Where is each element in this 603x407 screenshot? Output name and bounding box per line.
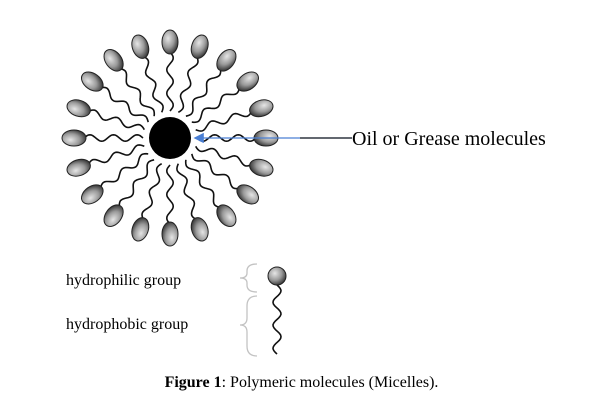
micelle-tail: [119, 67, 156, 117]
micelle-tail: [141, 163, 163, 221]
figure-caption: Figure 1: Polymeric molecules (Micelles)…: [0, 374, 603, 392]
micelle-heads: [61, 29, 279, 247]
micelle-tails: [83, 51, 257, 225]
figure-caption-text: : Polymeric molecules (Micelles).: [221, 374, 439, 391]
micelle-head: [61, 129, 87, 147]
micelle-tail: [142, 55, 164, 113]
micelle-tail: [195, 110, 253, 132]
micelle-head: [216, 49, 237, 72]
hydrophilic-brace: [239, 263, 258, 293]
micelle-head: [236, 184, 259, 205]
micelle-tail: [195, 145, 253, 167]
micelle-tail: [87, 144, 145, 166]
micelle-tail: [165, 164, 175, 225]
micelle-tail: [99, 152, 149, 189]
micelle-head: [249, 158, 274, 177]
micelle-tail: [185, 68, 222, 117]
micelle: [61, 29, 279, 247]
micelle-tail: [165, 51, 175, 112]
micelle-head: [131, 217, 150, 242]
legend-molecule: [267, 266, 287, 355]
legend-head: [267, 266, 287, 286]
micelle-head: [190, 34, 209, 59]
legend-tail: [272, 284, 282, 355]
micelle-tail: [191, 153, 240, 190]
micelle-tail: [176, 163, 198, 221]
micelle-tail: [87, 109, 145, 131]
micelle-head: [131, 34, 150, 59]
micelle-head: [66, 158, 91, 177]
hydrophobic-label: hydrophobic group: [66, 316, 188, 333]
micelle-tail: [100, 86, 149, 123]
micelle-tail: [191, 87, 241, 124]
micelle-head: [66, 99, 91, 118]
micelle-head: [161, 29, 179, 55]
micelle-tail: [118, 159, 155, 208]
figure-label: Figure 1: [164, 374, 222, 391]
oil-core: [149, 117, 191, 159]
micelle-head: [216, 204, 237, 227]
hydrophilic-label: hydrophilic group: [66, 272, 181, 289]
micelle-head: [103, 204, 124, 227]
micelle-tail: [184, 159, 221, 209]
micelle-head: [81, 184, 104, 205]
micelle-tail: [196, 133, 257, 143]
micelle-head: [81, 71, 104, 92]
micelle-tail: [83, 133, 144, 143]
micelle-head: [190, 217, 209, 242]
micelle-head: [236, 71, 259, 92]
hydrophobic-brace: [239, 295, 258, 357]
micelle-head: [249, 99, 274, 118]
micelle-head: [161, 221, 179, 247]
micelle-tail: [177, 55, 199, 113]
micelle-head: [103, 49, 124, 72]
oil-grease-label: Oil or Grease molecules: [352, 128, 546, 150]
